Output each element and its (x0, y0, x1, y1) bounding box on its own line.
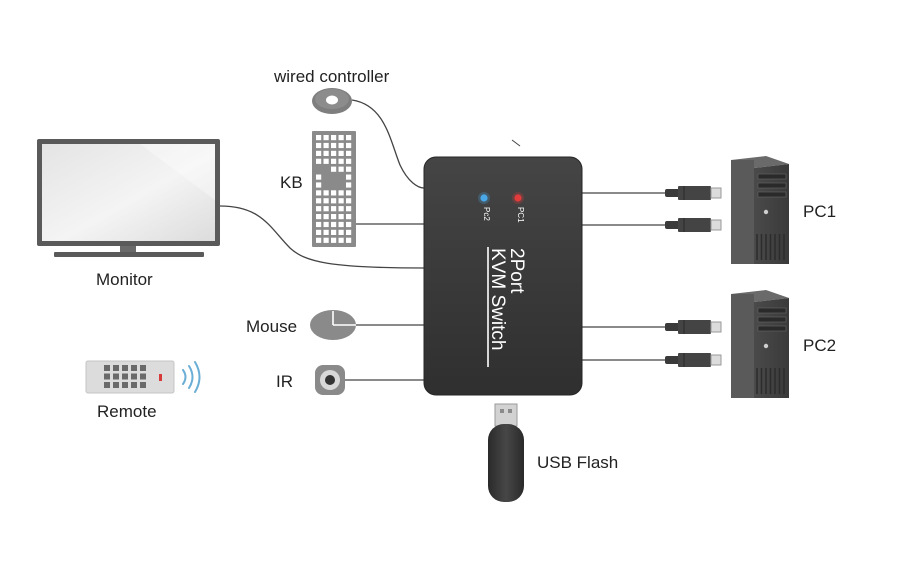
label-kb: KB (280, 173, 303, 192)
keyboard-icon (312, 131, 356, 247)
monitor-icon (37, 139, 220, 257)
pc1-tower-icon (731, 156, 789, 264)
label-remote: Remote (97, 402, 157, 421)
switch-model-line1: 2Port (506, 248, 527, 294)
usb-plugs (665, 186, 722, 367)
led-pc1 (514, 194, 522, 202)
wired-controller-icon (312, 88, 352, 114)
pc2-tower-icon (731, 290, 789, 398)
switch-top-cable-stub (511, 139, 521, 147)
label-mouse: Mouse (246, 317, 298, 336)
mouse-icon (310, 310, 356, 340)
label-ir: IR (276, 372, 293, 391)
ir-receiver-icon (315, 365, 345, 395)
switch-model-line2: KVM Switch (487, 248, 508, 350)
kvm-switch-box: Pc2 PC1 2Port KVM Switch (423, 156, 583, 396)
led-pc2 (480, 194, 488, 202)
remote-icon (85, 360, 201, 394)
label-wired-controller: wired controller (274, 67, 390, 86)
label-monitor: Monitor (96, 270, 153, 289)
wireless-signal-icon (182, 361, 201, 393)
led-pc2-label: Pc2 (482, 207, 491, 221)
cables (219, 99, 665, 381)
led-pc2-glow (478, 192, 490, 204)
led-pc1-label: PC1 (516, 207, 525, 223)
label-usb-flash: USB Flash (537, 453, 619, 472)
wired-controller-cable (351, 99, 425, 189)
label-pc1: PC1 (803, 202, 837, 221)
monitor-cable (219, 205, 425, 269)
label-pc2: PC2 (803, 336, 837, 355)
led-pc1-glow (512, 192, 524, 204)
usb-flash-icon (488, 403, 524, 502)
